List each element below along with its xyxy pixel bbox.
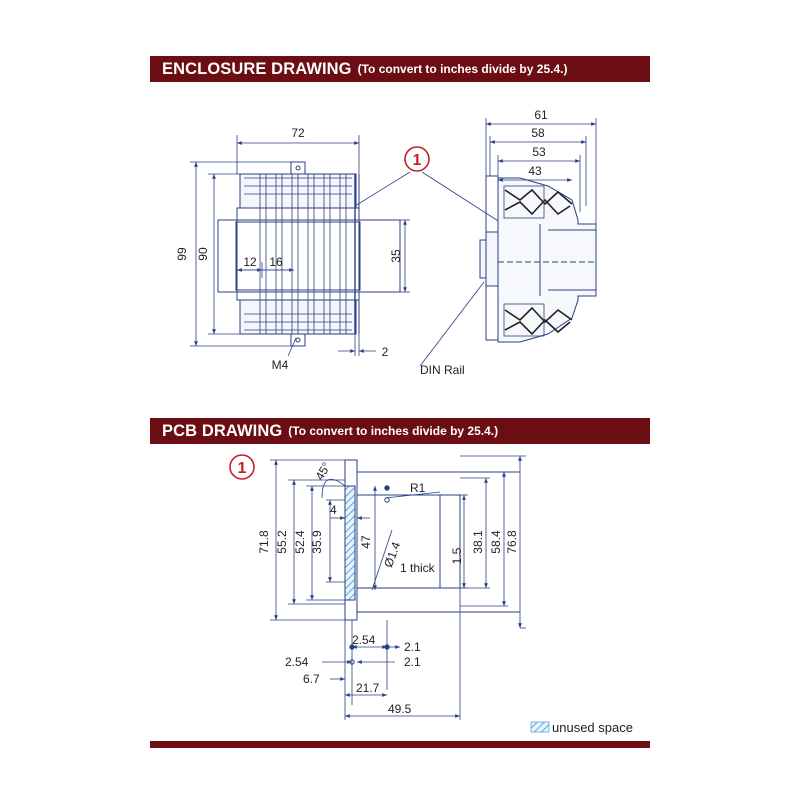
dim-58-4: 58.4 <box>489 530 503 554</box>
pcb-outline <box>321 459 520 665</box>
dim-21-7: 21.7 <box>356 681 380 695</box>
dim-2-1-top: 2.1 <box>404 640 421 654</box>
pcb-title: PCB DRAWING <box>162 421 283 440</box>
dim-12: 12 <box>243 255 257 269</box>
dim-43: 43 <box>528 164 542 178</box>
dim-r1: R1 <box>410 481 426 495</box>
dim-58: 58 <box>531 126 545 140</box>
dim-35-9: 35.9 <box>310 530 324 554</box>
pcb-subtitle: (To convert to inches divide by 25.4.) <box>288 424 499 438</box>
enclosure-front-dimension-labels: 72 99 90 12 16 35 2 M4 <box>175 126 403 372</box>
legend-label: unused space <box>552 720 633 735</box>
dim-76-8: 76.8 <box>505 530 519 554</box>
dim-71-8: 71.8 <box>257 530 271 554</box>
unused-space-legend: unused space <box>530 720 633 735</box>
dim-1-5: 1.5 <box>450 547 464 564</box>
dim-49-5: 49.5 <box>388 702 412 716</box>
dim-2-1-right: 2.1 <box>404 655 421 669</box>
dim-35: 35 <box>389 249 403 263</box>
pcb-drawing-header: PCB DRAWING (To convert to inches divide… <box>150 418 650 444</box>
enclosure-side-dimensions <box>419 118 597 367</box>
enclosure-title: ENCLOSURE DRAWING <box>162 59 352 78</box>
dim-61: 61 <box>534 108 548 122</box>
svg-text:1: 1 <box>238 460 247 477</box>
label-din-rail: DIN Rail <box>420 363 465 377</box>
hatch-swatch <box>530 721 550 733</box>
dim-2-54-left: 2.54 <box>285 655 309 669</box>
dim-2-54-top: 2.54 <box>352 633 376 647</box>
pcb-callout: 1 <box>229 454 255 480</box>
dim-16: 16 <box>269 255 283 269</box>
footer-bar <box>150 741 650 748</box>
dim-2: 2 <box>382 345 389 359</box>
dim-53: 53 <box>532 145 546 159</box>
dim-6-7: 6.7 <box>303 672 320 686</box>
dim-47: 47 <box>359 535 373 549</box>
enclosure-drawing-header: ENCLOSURE DRAWING (To convert to inches … <box>150 56 650 82</box>
enclosure-front-view <box>217 161 401 357</box>
label-m4: M4 <box>272 358 289 372</box>
dim-1-thick: 1 thick <box>400 561 436 575</box>
enclosure-side-view <box>479 175 597 343</box>
enclosure-front-dimensions <box>190 135 410 356</box>
enclosure-side-dimension-labels: 61 58 53 43 DIN Rail <box>420 108 548 377</box>
dim-38-1: 38.1 <box>471 530 485 554</box>
enclosure-subtitle: (To convert to inches divide by 25.4.) <box>357 62 568 76</box>
svg-text:1: 1 <box>413 152 422 169</box>
dim-55-2: 55.2 <box>275 530 289 554</box>
enclosure-callout: 1 <box>354 146 507 227</box>
dim-99: 99 <box>175 247 189 261</box>
dim-90: 90 <box>196 247 210 261</box>
dim-72: 72 <box>291 126 305 140</box>
dim-4: 4 <box>330 503 337 517</box>
dim-52-4: 52.4 <box>293 530 307 554</box>
pcb-dimensions <box>270 455 526 720</box>
